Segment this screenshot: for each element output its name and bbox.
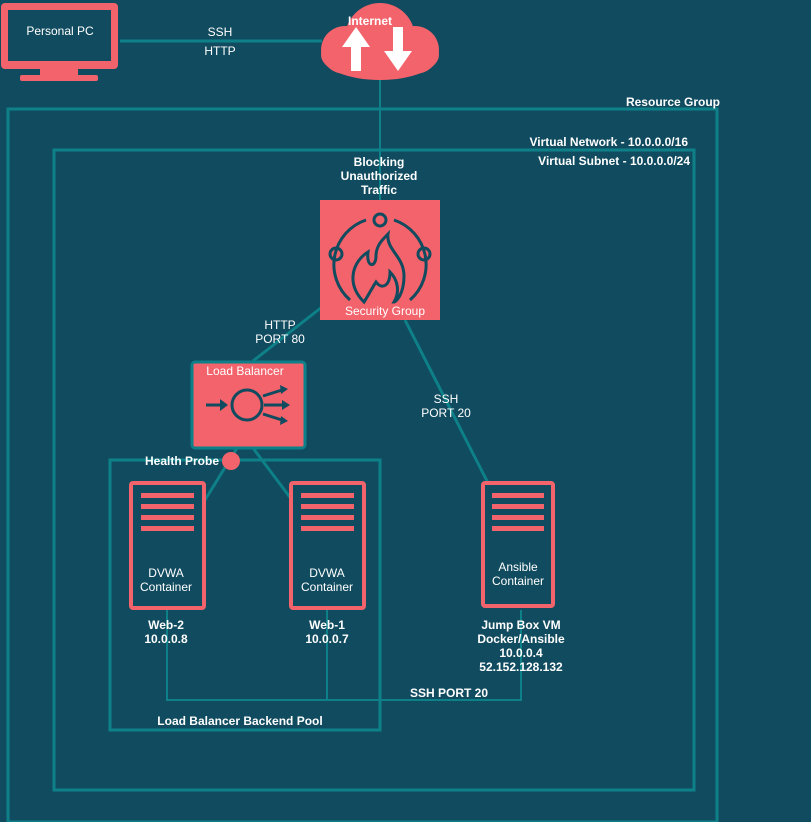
backend-pool-label: Load Balancer Backend Pool <box>157 714 323 728</box>
resource-group-boundary <box>6 107 719 822</box>
ssh-port-bottom-label: SSH PORT 20 <box>410 686 489 700</box>
jumpbox-role: Docker/Ansible <box>477 632 565 646</box>
edge-label-http: HTTP <box>204 44 236 58</box>
blocking-label-line1: Blocking <box>353 155 405 169</box>
edge-security-group-load-balancer <box>252 305 323 363</box>
web1-container-line2: Container <box>300 580 354 594</box>
jumpbox-container-line2: Container <box>491 574 545 588</box>
edge-load-balancer-web1 <box>251 447 294 501</box>
internet-label: Internet <box>347 14 393 28</box>
virtual-subnet-label: Virtual Subnet - 10.0.0.0/24 <box>538 154 690 168</box>
blocking-label-line3: Traffic <box>360 183 398 197</box>
http-port-label-line1: HTTP <box>264 318 296 332</box>
health-probe-dot <box>222 452 240 470</box>
load-balancer-icon <box>206 385 290 425</box>
web2-ip: 10.0.0.8 <box>144 632 188 646</box>
virtual-network-boundary <box>52 148 696 792</box>
ssh-port-label-line1: SSH <box>433 392 459 406</box>
http-port-label-line2: PORT 80 <box>255 332 305 346</box>
edge-label-ssh: SSH <box>207 25 233 39</box>
server-icon <box>129 481 206 610</box>
cloud-upload-download-icon <box>321 3 439 80</box>
blocking-label-line2: Unauthorized <box>340 169 418 183</box>
security-group-label: Security Group <box>344 304 426 318</box>
web2-name: Web-2 <box>148 618 184 632</box>
virtual-network-label: Virtual Network - 10.0.0.0/16 <box>529 135 688 149</box>
ssh-port-label-line2: PORT 20 <box>421 406 471 420</box>
resource-group-label: Resource Group <box>625 95 720 109</box>
jumpbox-public-ip: 52.152.128.132 <box>479 660 563 674</box>
server-icon <box>289 481 366 610</box>
server-icon <box>481 481 555 608</box>
jumpbox-name: Jump Box VM <box>481 618 561 632</box>
health-probe-label: Health Probe <box>145 454 220 468</box>
backend-pool-boundary <box>108 458 382 732</box>
jumpbox-ip: 10.0.0.4 <box>499 646 543 660</box>
load-balancer-node <box>190 360 307 450</box>
web1-name: Web-1 <box>309 618 345 632</box>
firewall-icon <box>328 212 432 305</box>
web1-container-line1: DVWA <box>309 566 345 580</box>
edge-ssh-jumpbox-webs <box>166 610 522 701</box>
web2-container-line2: Container <box>139 580 193 594</box>
load-balancer-label: Load Balancer <box>206 364 284 378</box>
web2-container-line1: DVWA <box>148 566 184 580</box>
monitor-icon <box>1 3 118 81</box>
web1-ip: 10.0.0.7 <box>305 632 349 646</box>
personal-pc-label: Personal PC <box>26 24 94 38</box>
edge-security-group-jumpbox <box>403 319 490 484</box>
jumpbox-container-line1: Ansible <box>498 560 538 574</box>
